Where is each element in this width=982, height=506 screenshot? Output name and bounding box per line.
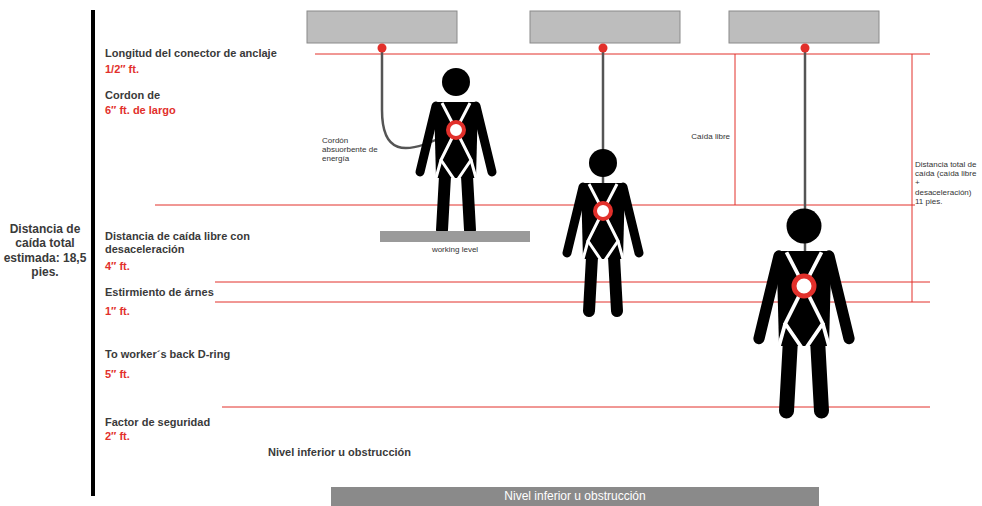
worker-figure [420, 68, 492, 230]
dimension-title: Factor de seguridad [105, 416, 210, 429]
dimension-value: 2″ ft. [105, 430, 130, 443]
anchor-beam [307, 11, 457, 43]
lower-level-bar: Nivel inferior u obstrucción [331, 487, 819, 506]
worker-figure [567, 149, 639, 311]
dimension-title: Distancia de caída libre con desacelerac… [105, 230, 295, 256]
level-label: Nivel inferior u obstrucción [268, 446, 411, 459]
anchor-point [801, 44, 810, 53]
dimension-value: 6″ ft. de largo [105, 104, 176, 117]
platform-bar [380, 231, 530, 242]
lanyard [602, 48, 605, 205]
dimension-value: 1/2″ ft. [105, 63, 139, 76]
worker-figure [759, 209, 849, 412]
platform-label: working level [380, 245, 530, 254]
anchor-beam [729, 11, 879, 43]
dimension-value: 5″ ft. [105, 368, 130, 381]
lanyard [804, 48, 807, 280]
scale-bar [91, 10, 95, 496]
level-bar-label: Nivel inferior u obstrucción [498, 488, 651, 504]
working-platform: working level [380, 231, 530, 254]
anchor-beam [530, 11, 680, 43]
callout-label: Caída libre [670, 132, 730, 141]
anchor-point [599, 44, 608, 53]
dimension-value: 4″ ft. [105, 260, 130, 273]
callout-label: Distancia total de caída (caída libre + … [915, 160, 978, 206]
dimension-value: 1″ ft. [105, 305, 130, 318]
dimension-title: Estirmiento de árnes [105, 286, 214, 299]
total-distance-label: Distancia de caída total estimada: 18,5 … [2, 222, 88, 280]
anchor-point [378, 44, 387, 53]
dimension-title: Longitud del conector de anclaje [105, 47, 277, 60]
dimension-title: To worker´s back D-ring [105, 348, 230, 361]
dimension-title: Cordon de [105, 89, 160, 102]
callout-label: Cordón absuorbente de energía [322, 136, 378, 164]
